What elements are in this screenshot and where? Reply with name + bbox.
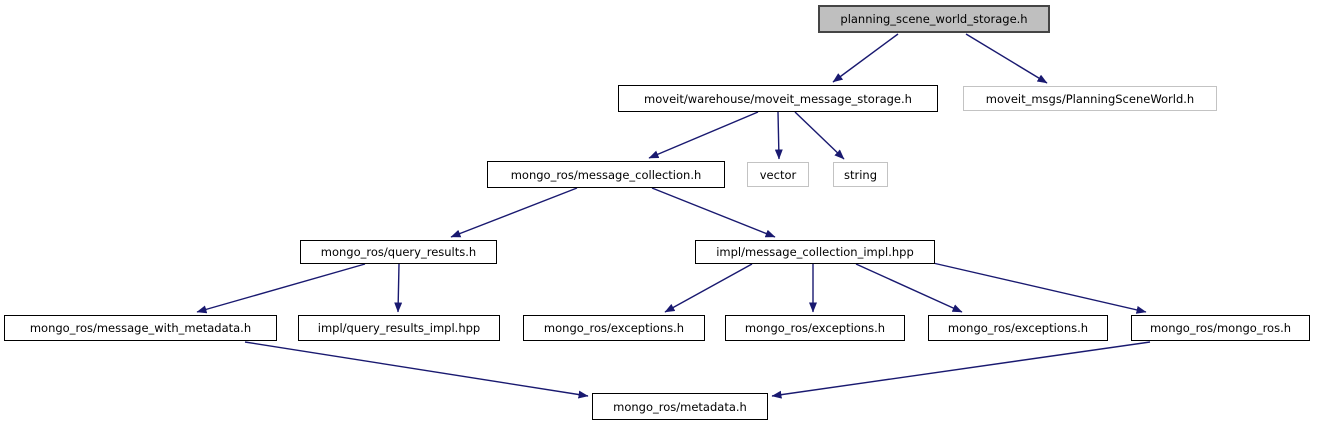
edge-message-with-metadata-to-metadata: [244, 341, 589, 399]
node-mongo-ros-message-with-metadata-h[interactable]: mongo_ros/message_with_metadata.h: [4, 315, 277, 341]
node-mongo-ros-exceptions-h-1[interactable]: mongo_ros/exceptions.h: [523, 315, 705, 341]
node-string: string: [833, 162, 888, 187]
node-impl-query-results-impl-hpp[interactable]: impl/query_results_impl.hpp: [298, 315, 500, 341]
edge-query-results-to-message-with-metadata: [196, 263, 366, 314]
node-planning-scene-world-storage-h: planning_scene_world_storage.h: [818, 5, 1050, 33]
edge-mongo-ros-to-metadata: [771, 341, 1151, 399]
edge-message-storage-to-vector: [774, 111, 783, 160]
edge-collection-impl-to-mongo-ros: [932, 262, 1147, 314]
edge-storage-to-message-storage: [832, 33, 899, 83]
node-moveit-message-storage-h[interactable]: moveit/warehouse/moveit_message_storage.…: [618, 85, 938, 112]
edge-message-storage-to-string: [794, 111, 845, 160]
node-vector: vector: [747, 162, 809, 187]
node-mongo-ros-exceptions-h-3[interactable]: mongo_ros/exceptions.h: [928, 315, 1108, 341]
edge-message-storage-to-message-collection: [648, 111, 759, 159]
edge-message-collection-to-collection-impl: [651, 187, 776, 238]
node-mongo-ros-exceptions-h-2[interactable]: mongo_ros/exceptions.h: [725, 315, 905, 341]
node-impl-message-collection-impl-hpp[interactable]: impl/message_collection_impl.hpp: [695, 240, 935, 264]
edge-message-collection-to-query-results: [450, 187, 578, 238]
edge-collection-impl-to-exceptions-3: [855, 263, 963, 313]
node-moveit-msgs-planningsceneworld-h: moveit_msgs/PlanningSceneWorld.h: [963, 86, 1217, 111]
node-mongo-ros-metadata-h[interactable]: mongo_ros/metadata.h: [592, 393, 768, 420]
node-mongo-ros-message-collection-h[interactable]: mongo_ros/message_collection.h: [487, 161, 725, 188]
node-mongo-ros-mongo-ros-h[interactable]: mongo_ros/mongo_ros.h: [1131, 315, 1310, 341]
edge-storage-to-planningsceneworld: [965, 33, 1048, 84]
edge-collection-impl-to-exceptions-1: [664, 263, 753, 313]
edge-query-results-to-query-results-impl: [394, 263, 403, 313]
node-mongo-ros-query-results-h[interactable]: mongo_ros/query_results.h: [300, 240, 497, 264]
